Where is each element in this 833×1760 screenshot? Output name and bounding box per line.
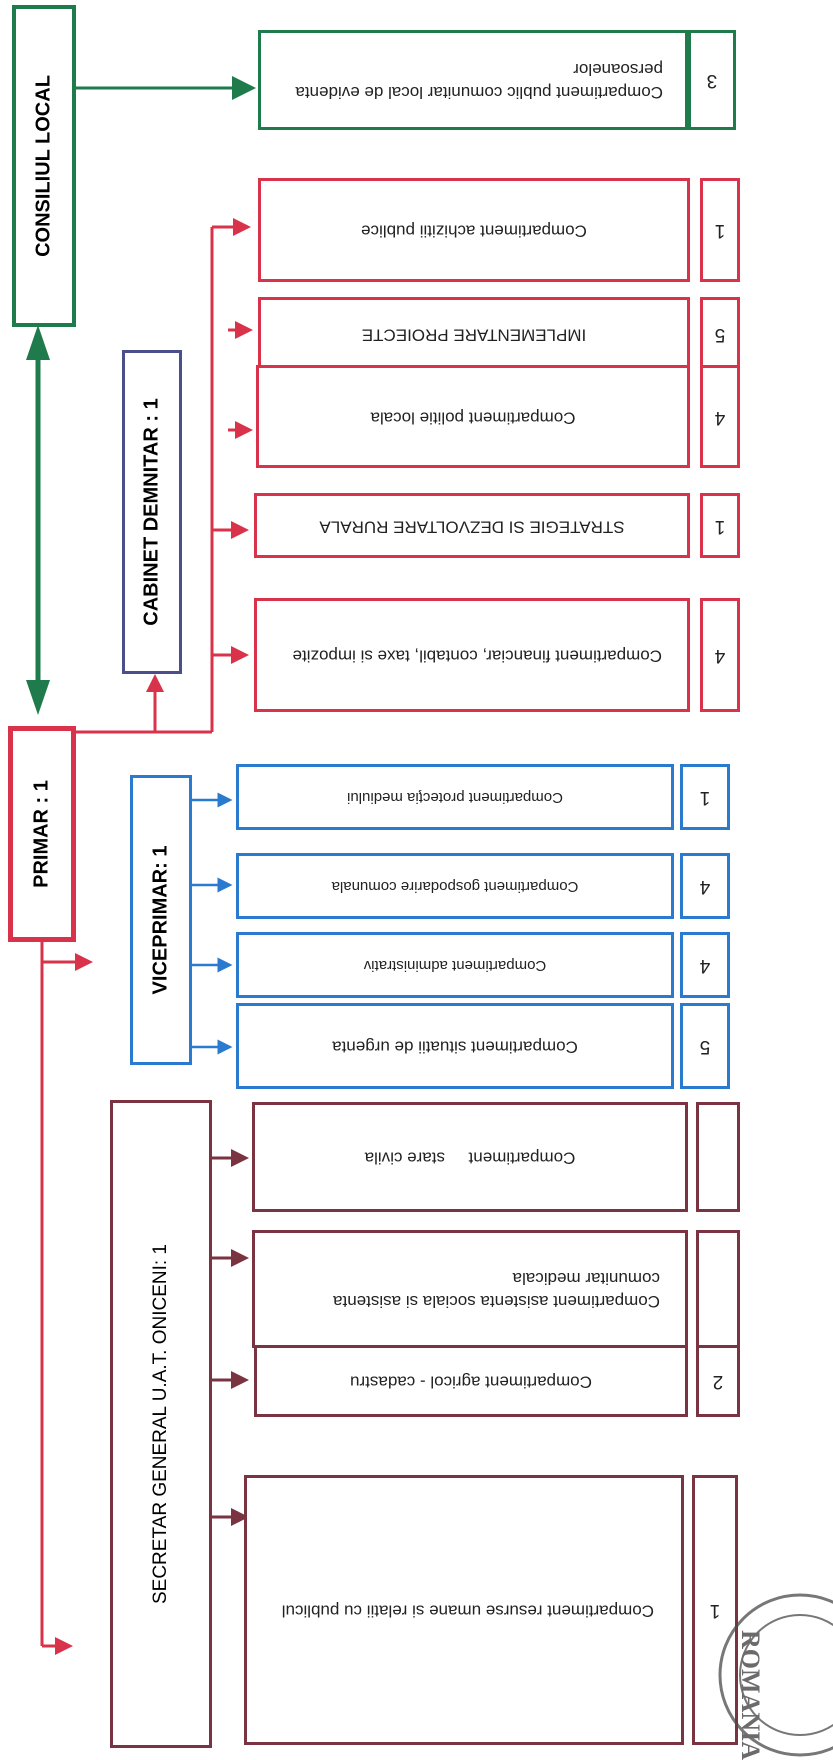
count-box: 1 (700, 493, 740, 558)
dept-evidenta-persoanelor: Compartiment public comunitar local de e… (258, 30, 688, 130)
dept-asistenta-sociala: Compartiment asistenta sociala si asiste… (252, 1230, 688, 1348)
cabinet-demnitar-label: CABINET DEMNITAR : 1 (140, 398, 163, 626)
count-box: 1 (692, 1475, 738, 1745)
count-value: 4 (714, 406, 726, 428)
count-value: 1 (699, 787, 711, 808)
dept-label: Compartiment stare civila (364, 1148, 576, 1168)
count-box (696, 1102, 740, 1212)
count-box: 3 (688, 30, 736, 130)
count-value: 2 (712, 1371, 724, 1392)
count-value: 5 (699, 1036, 711, 1057)
count-box (696, 1230, 740, 1348)
dept-label: Compartiment administrativ (363, 957, 547, 975)
dept-label: Compartiment asistenta sociala si asiste… (333, 1269, 660, 1311)
dept-label: Compartiment gospodarire comunala (331, 878, 579, 896)
consiliul-local-label: CONSILIUL LOCAL (32, 75, 55, 257)
cabinet-demnitar-box: CABINET DEMNITAR : 1 (122, 350, 182, 674)
green-double-arrow (26, 325, 50, 715)
dept-stare-civila: Compartiment stare civila (252, 1102, 688, 1212)
dept-label: IMPLEMENTARE PROIECTE (361, 325, 587, 345)
count-value: 4 (699, 876, 711, 897)
dept-implementare-proiecte: IMPLEMENTARE PROIECTE (258, 297, 690, 371)
count-box: 4 (700, 598, 740, 712)
dept-label: Compartiment protecţia mediului (347, 789, 563, 807)
count-box: 4 (680, 853, 730, 919)
official-stamp: ROMANIA (718, 1593, 833, 1760)
count-value: 4 (699, 955, 711, 976)
dept-label: Compartiment public comunitar local de e… (295, 60, 663, 102)
viceprimar-box: VICEPRIMAR: 1 (130, 775, 192, 1065)
dept-gospodarire-comunala: Compartiment gospodarire comunala (236, 853, 674, 919)
dept-politie-locala: Compartiment politie locala (256, 365, 690, 468)
viceprimar-label: VICEPRIMAR: 1 (149, 845, 172, 995)
count-box: 1 (680, 764, 730, 830)
dept-label: Compartiment politie locala (370, 407, 576, 427)
count-box: 4 (700, 365, 740, 468)
count-box: 4 (680, 932, 730, 998)
dept-protectia-mediului: Compartiment protecţia mediului (236, 764, 674, 830)
count-value: 1 (714, 515, 726, 537)
dept-strategie-dezvoltare: STRATEGIE SI DEZVOLTARE RURALA (254, 493, 690, 558)
dept-administrativ: Compartiment administrativ (236, 932, 674, 998)
count-box: 2 (696, 1345, 740, 1417)
count-value: 5 (714, 324, 726, 345)
consiliul-local-box: CONSILIUL LOCAL (12, 5, 76, 327)
dept-label: Compartiment achizitii publice (361, 221, 587, 241)
dept-label: Compartiment financiar, contabil, taxe s… (292, 646, 662, 666)
count-value: 3 (706, 70, 718, 91)
dept-resurse-umane: Compartiment resurse umane si relatii cu… (244, 1475, 684, 1745)
dept-achizitii-publice: Compartiment achizitii publice (258, 178, 690, 282)
dept-agricol-cadastru: Compartiment agricol - cadastru (254, 1345, 688, 1417)
dept-situatii-urgenta: Compartiment situatii de urgenta (236, 1003, 674, 1089)
stamp-text: ROMANIA (736, 1630, 765, 1760)
dept-financiar-contabil: Compartiment financiar, contabil, taxe s… (254, 598, 690, 712)
secretar-general-label: SECRETAR GENERAL U.A.T. ONICENI: 1 (150, 1243, 171, 1605)
dept-label: Compartiment situatii de urgenta (332, 1037, 578, 1057)
secretar-general-box: SECRETAR GENERAL U.A.T. ONICENI: 1 (110, 1100, 212, 1748)
dept-label: Compartiment resurse umane si relatii cu… (281, 1601, 654, 1621)
dept-label: STRATEGIE SI DEZVOLTARE RURALA (319, 516, 625, 536)
count-box: 1 (700, 178, 740, 282)
count-box: 5 (700, 297, 740, 371)
dept-label: Compartiment agricol - cadastru (350, 1372, 592, 1392)
count-box: 5 (680, 1003, 730, 1089)
count-value: 1 (714, 220, 726, 241)
primar-box: PRIMAR : 1 (8, 726, 76, 942)
primar-label: PRIMAR : 1 (30, 780, 53, 888)
count-value: 4 (714, 645, 726, 666)
